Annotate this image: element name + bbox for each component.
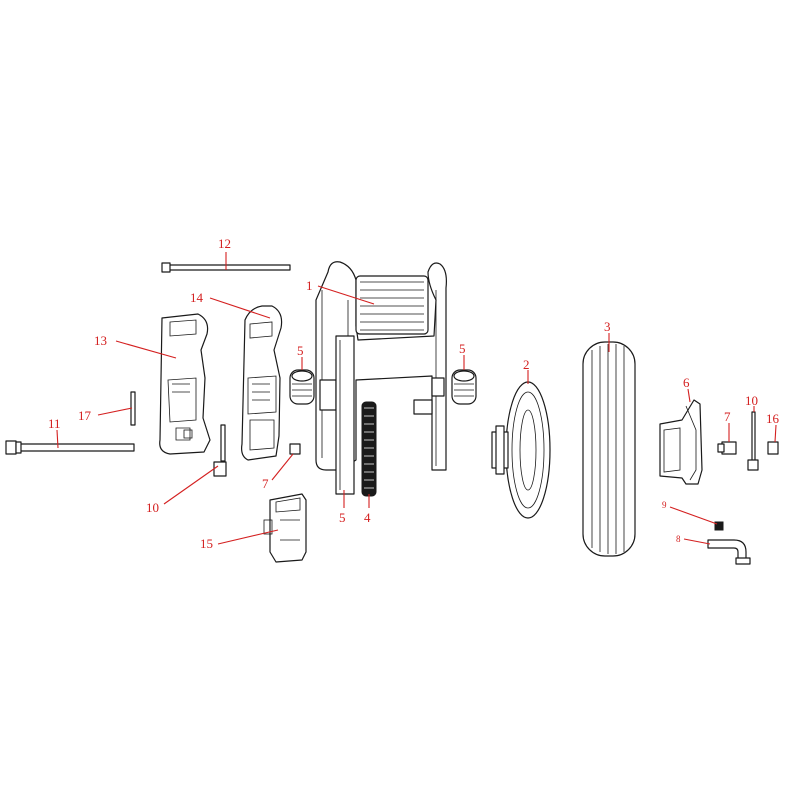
part-5-right-bearing bbox=[451, 369, 477, 405]
leader-7a bbox=[271, 453, 294, 481]
part-8-cable-connector bbox=[707, 539, 751, 565]
callout-3: 3 bbox=[604, 319, 611, 334]
part-14-right-cover bbox=[241, 305, 283, 461]
callout-17: 17 bbox=[78, 408, 92, 423]
leader-lines bbox=[56, 252, 777, 545]
part-9-connector bbox=[714, 521, 724, 531]
callout-5-right: 5 bbox=[459, 341, 466, 356]
callout-15: 15 bbox=[200, 536, 213, 551]
part-4-pulley bbox=[361, 401, 377, 497]
leader-16 bbox=[774, 424, 777, 443]
part-5-center-plate bbox=[335, 335, 355, 495]
part-16-nut bbox=[767, 441, 779, 455]
callout-10-right: 10 bbox=[745, 393, 758, 408]
callout-8: 8 bbox=[676, 534, 681, 544]
callout-16: 16 bbox=[766, 411, 780, 426]
callout-labels: 12 14 1 13 5 5 3 2 6 17 7 10 16 11 10 7 … bbox=[48, 236, 780, 551]
callout-7-left: 7 bbox=[262, 476, 269, 491]
part-12-rod bbox=[161, 262, 291, 273]
callout-4: 4 bbox=[364, 510, 371, 525]
leader-8 bbox=[683, 538, 711, 545]
leader-9 bbox=[669, 506, 718, 525]
callout-5-left: 5 bbox=[297, 343, 304, 358]
leader-15 bbox=[217, 529, 279, 545]
part-11-bolt bbox=[5, 440, 135, 455]
part-2-wheel-rim bbox=[491, 381, 551, 519]
part-10-left-bracket bbox=[213, 424, 227, 477]
part-3-tire bbox=[582, 341, 636, 557]
part-15-housing bbox=[263, 493, 307, 563]
part-5-left-bearing bbox=[289, 369, 315, 405]
leader-1 bbox=[317, 285, 375, 305]
part-7-right-sleeve bbox=[717, 441, 737, 455]
callout-10-left: 10 bbox=[146, 500, 159, 515]
leader-10a bbox=[163, 465, 219, 505]
part-10-right-bolt bbox=[747, 411, 759, 471]
callout-2: 2 bbox=[523, 357, 530, 372]
callout-7-right: 7 bbox=[724, 409, 731, 424]
leader-17 bbox=[97, 407, 133, 416]
part-6-motor-side bbox=[659, 399, 703, 485]
callout-5-center: 5 bbox=[339, 510, 346, 525]
leader-14 bbox=[209, 297, 271, 319]
part-13-left-cover bbox=[159, 313, 211, 455]
callout-6: 6 bbox=[683, 375, 690, 390]
leader-6 bbox=[687, 388, 691, 403]
callout-11: 11 bbox=[48, 416, 61, 431]
callout-12: 12 bbox=[218, 236, 231, 251]
callout-14: 14 bbox=[190, 290, 204, 305]
leader-13 bbox=[115, 340, 177, 359]
callout-1: 1 bbox=[306, 278, 313, 293]
leader-11 bbox=[56, 429, 59, 449]
part-7-left-sleeve bbox=[289, 443, 301, 455]
callout-13: 13 bbox=[94, 333, 107, 348]
callout-9: 9 bbox=[662, 500, 667, 510]
